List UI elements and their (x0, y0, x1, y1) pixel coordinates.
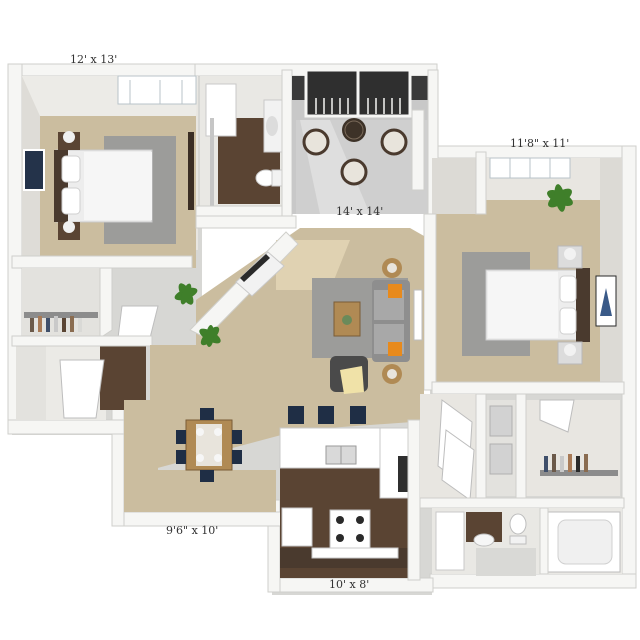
bedroom-1-bed (54, 149, 153, 223)
armchair (330, 356, 368, 394)
dishwasher (281, 507, 313, 547)
kitchen-island (279, 427, 381, 469)
bedroom-2-bed (485, 268, 590, 342)
bathroom-2 (432, 507, 622, 576)
bathroom-1 (195, 69, 293, 217)
bedroom-2 (423, 151, 625, 395)
bedroom-2-dimensions: 11'8" x 11' (510, 137, 570, 150)
bedroom-1-closet (22, 267, 159, 339)
dining-dimensions: 9'6" x 10' (166, 524, 219, 537)
bedroom-2-closet (432, 158, 480, 214)
sunroom-table (302, 118, 408, 186)
living-room (150, 215, 440, 470)
bedroom-1-window (117, 75, 197, 105)
dining-area (124, 400, 276, 512)
plant-icon (199, 325, 221, 347)
bedroom-2-walk-in-closet (539, 399, 618, 476)
tv-console (235, 251, 285, 297)
kitchen (279, 406, 421, 581)
stove (329, 509, 371, 551)
kitchen-dimensions: 10' x 8' (329, 578, 370, 591)
sofa (372, 280, 410, 362)
sunroom (292, 68, 439, 217)
sunroom-dimensions: 14' x 14' (336, 205, 384, 218)
sink (473, 533, 495, 547)
toilet (509, 513, 527, 535)
bedroom-1 (22, 75, 198, 268)
bedroom-1-wall-art (23, 149, 45, 191)
hallway-closets (419, 393, 625, 509)
plant-icon (174, 283, 198, 305)
hall-closet (11, 335, 153, 420)
plant-icon (547, 184, 573, 212)
dining-table (185, 419, 233, 471)
bedroom-1-dimensions: 12' x 13' (70, 53, 118, 66)
